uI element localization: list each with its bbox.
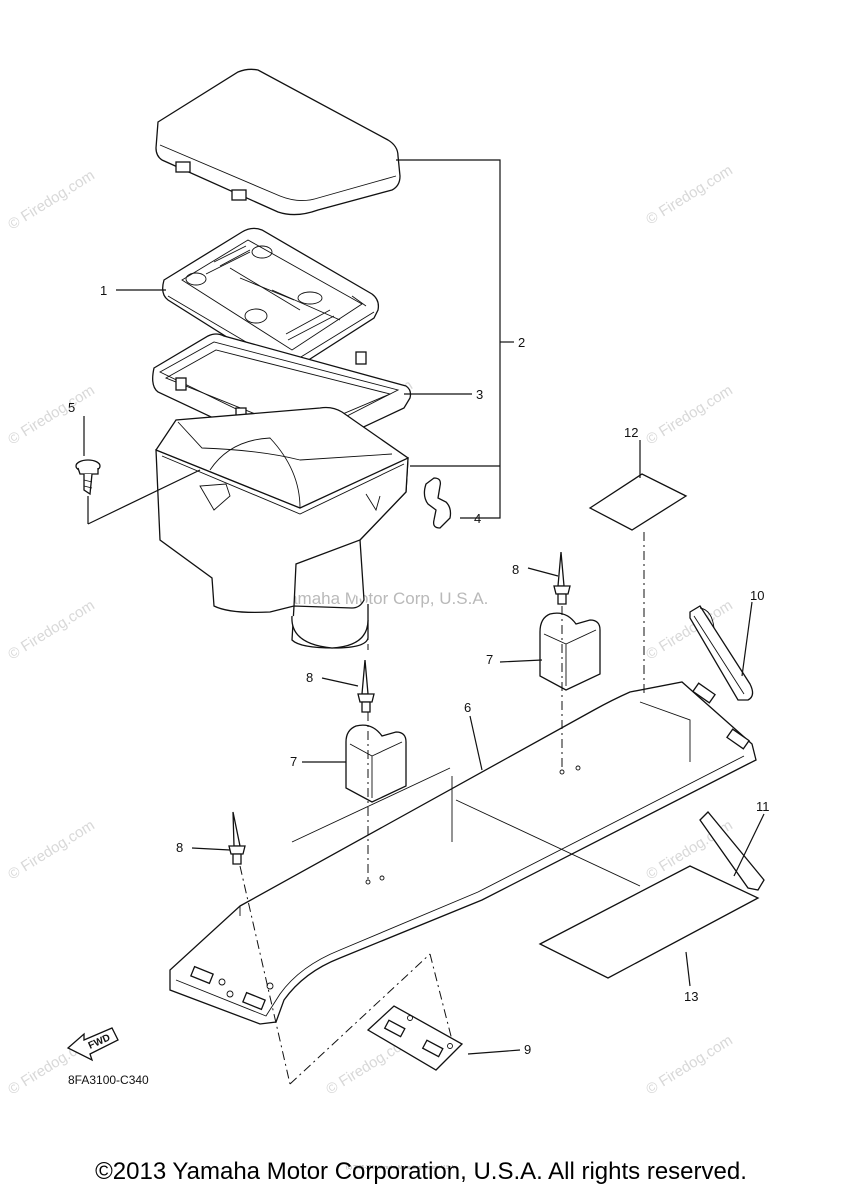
callout-9: 9 <box>524 1042 531 1057</box>
callout-numbers: 1 2 3 4 5 6 7 7 8 8 8 9 10 11 12 13 <box>68 283 770 1057</box>
callout-7-lower: 7 <box>290 754 297 769</box>
callout-8-lower: 8 <box>176 840 183 855</box>
watermark-firedog: © Firedog.com <box>5 167 98 234</box>
fine-print: (c) 2005-2016 Yamaha Motor Corporation, … <box>346 1165 456 1171</box>
watermark-firedog: © Firedog.com <box>5 817 98 884</box>
foam-strip-part <box>699 811 765 891</box>
rivet-part <box>553 551 571 605</box>
sheet-part <box>538 865 760 979</box>
callout-3: 3 <box>476 387 483 402</box>
box-body-part <box>155 406 409 649</box>
watermark-firedog: © Firedog.com <box>643 382 736 449</box>
callout-1: 1 <box>100 283 107 298</box>
callout-10: 10 <box>750 588 764 603</box>
callout-8-middle: 8 <box>306 670 313 685</box>
callout-13: 13 <box>684 989 698 1004</box>
callout-4: 4 <box>474 511 481 526</box>
leader-lines <box>83 159 765 1085</box>
callout-2: 2 <box>518 335 525 350</box>
base-plate-part <box>169 681 757 1025</box>
diagram-code: 8FA3100-C340 <box>68 1073 149 1087</box>
callout-8-upper: 8 <box>512 562 519 577</box>
watermark-yamaha: Yamaha Motor Corp, U.S.A. <box>278 589 488 608</box>
bracket-lower-part <box>345 724 407 803</box>
callout-12: 12 <box>624 425 638 440</box>
band-part <box>689 605 754 701</box>
lid-part <box>155 68 401 216</box>
watermark-firedog: © Firedog.com <box>643 1032 736 1099</box>
callout-7-upper: 7 <box>486 652 493 667</box>
label-sheet-part <box>588 473 688 531</box>
clip-part <box>423 477 452 529</box>
callout-6: 6 <box>464 700 471 715</box>
bracket-upper-part <box>539 612 601 691</box>
copyright-notice: ©2013 Yamaha Motor Corporation, U.S.A. A… <box>95 1158 747 1185</box>
callout-11: 11 <box>756 799 770 814</box>
watermark-firedog: © Firedog.com <box>643 162 736 229</box>
small-plate-part <box>366 1005 464 1071</box>
rivet-part <box>357 659 375 713</box>
rivet-part <box>228 811 246 865</box>
callout-5: 5 <box>68 400 75 415</box>
screw-part <box>75 459 101 496</box>
watermark-firedog: © Firedog.com <box>5 597 98 664</box>
